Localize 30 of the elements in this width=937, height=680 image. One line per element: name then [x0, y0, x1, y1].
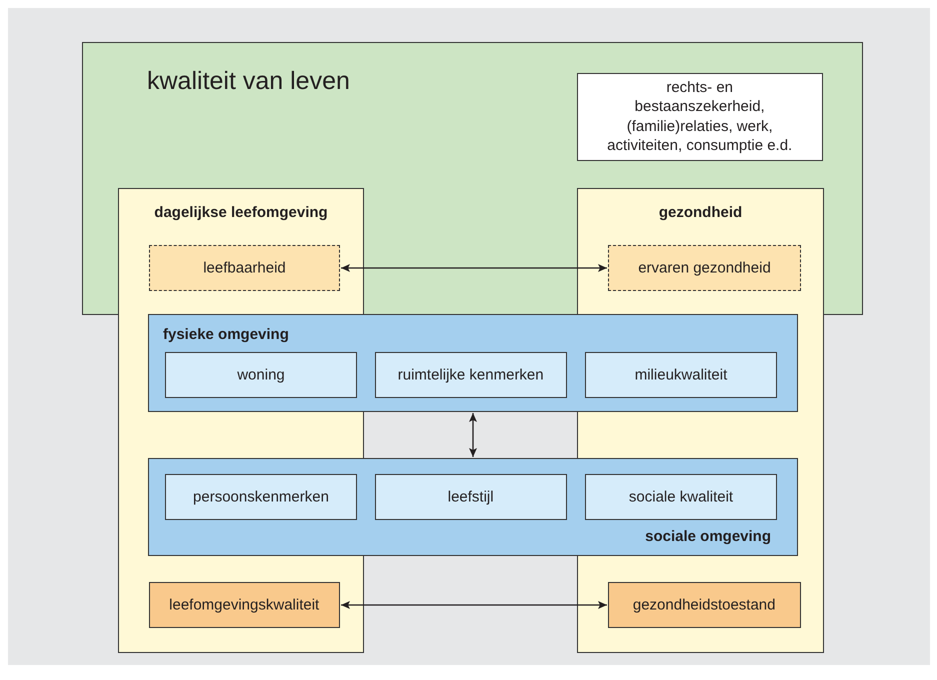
factor-label: persoonskenmerken [192, 487, 330, 507]
factor-label: ervaren gezondheid [637, 258, 772, 278]
area-title: kwaliteit van leven [147, 66, 350, 97]
factor-label: sociale kwaliteit [628, 487, 734, 507]
factor-label: leefomgevingskwaliteit [168, 594, 320, 614]
double-arrow [469, 413, 477, 457]
double-arrow [341, 601, 607, 609]
factor-box [608, 582, 801, 628]
factor-box [585, 352, 777, 398]
factor-label: gezondheidstoestand [632, 594, 776, 614]
factor-label: ruimtelijke kenmerken [396, 364, 545, 384]
band-title: sociale omgeving [645, 526, 771, 546]
factor-box [374, 474, 567, 520]
factor-label: leefstijl [446, 486, 495, 506]
note-text: rechts- en bestaanszekerheid, (familie)relaties, werk, activiteiten, consumptie e.d. [606, 78, 794, 156]
factor-box [608, 245, 801, 291]
band-title: fysieke omgeving [163, 325, 289, 344]
factor-box [165, 352, 357, 398]
factor-box [374, 352, 567, 398]
factor-label: woning [236, 365, 286, 385]
factor-box [149, 245, 340, 291]
factor-box [585, 474, 777, 520]
column-title: gezondheid [658, 203, 744, 222]
factor-box [165, 474, 357, 520]
factor-label: milieukwaliteit [634, 365, 728, 385]
note-box [576, 72, 823, 161]
factor-box [148, 582, 340, 628]
column-title: dagelijkse leefomgeving [153, 203, 329, 222]
factor-label: leefbaarheid [202, 258, 287, 278]
double-arrow [341, 264, 607, 272]
